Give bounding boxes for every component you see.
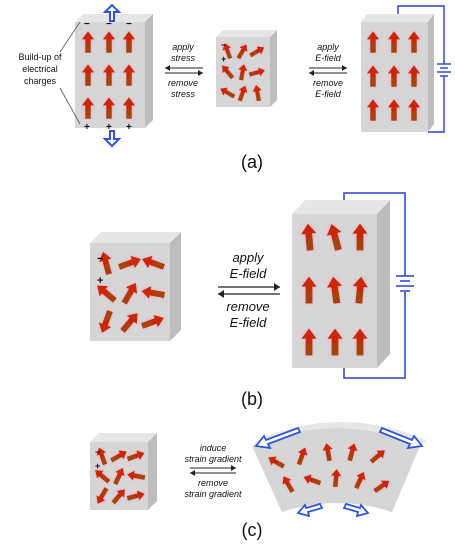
minus-charge: − [126,19,132,30]
charge-buildup-label: Build-up of electrical charges [18,21,81,125]
plus-charge: + [106,122,112,133]
svg-text:E-field: E-field [230,315,268,330]
minus-charge: − [84,19,90,30]
dipoles-a-middle: − + [218,40,266,102]
efield-transition-a: apply E-field remove E-field [309,42,347,99]
svg-text:+: + [221,54,226,64]
panel-c: − + induce strain gradient remove strain… [90,422,426,540]
svg-text:apply: apply [232,250,265,265]
svg-text:E-field: E-field [315,53,342,63]
minus-charge: − [106,19,112,30]
svg-text:apply: apply [172,42,194,52]
svg-text:E-field: E-field [230,266,268,281]
svg-text:strain gradient: strain gradient [184,454,242,464]
dipoles-a-right [367,31,420,120]
plus-charge: + [126,122,132,133]
svg-text:stress: stress [171,53,196,63]
svg-text:remove: remove [313,78,343,88]
svg-text:remove: remove [168,78,198,88]
caption-a: (a) [241,152,263,172]
dipoles-c-left: − + [92,446,146,506]
strain-transition-c: induce strain gradient remove strain gra… [184,443,242,499]
stress-arrow-down-icon [102,130,122,148]
svg-text:+: + [97,275,103,287]
dipoles-b-left: − + [93,250,166,335]
dipoles-a-left [82,31,135,118]
panel-b: − + apply E-field remove E-field [90,192,414,409]
plus-charge: + [84,122,90,133]
svg-text:electrical: electrical [22,64,58,74]
strain-arrows-icon [254,426,424,518]
circuit-wire-b [343,192,414,379]
efield-transition-b: apply E-field remove E-field [218,250,280,330]
caption-c: (c) [242,520,263,540]
svg-text:E-field: E-field [315,89,342,99]
svg-text:stress: stress [171,89,196,99]
svg-text:−: − [95,447,100,457]
svg-text:−: − [221,40,226,50]
circuit-wire-a [397,5,451,133]
svg-text:remove: remove [226,299,269,314]
svg-text:apply: apply [317,42,339,52]
caption-b: (b) [241,389,263,409]
svg-text:charges: charges [24,76,57,86]
svg-text:induce: induce [200,443,227,453]
panel-a: − − − + + + Build-up of electrical charg… [18,3,451,172]
stress-arrow-up-icon [102,3,122,22]
svg-text:+: + [95,461,100,471]
svg-text:Build-up of: Build-up of [18,52,62,62]
svg-text:−: − [97,253,103,265]
svg-text:remove: remove [198,478,228,488]
stress-transition: apply stress remove stress [165,42,203,99]
dipoles-b-right [300,222,368,355]
svg-text:strain gradient: strain gradient [184,489,242,499]
surface-charges-a: − − − + + + [84,19,132,133]
